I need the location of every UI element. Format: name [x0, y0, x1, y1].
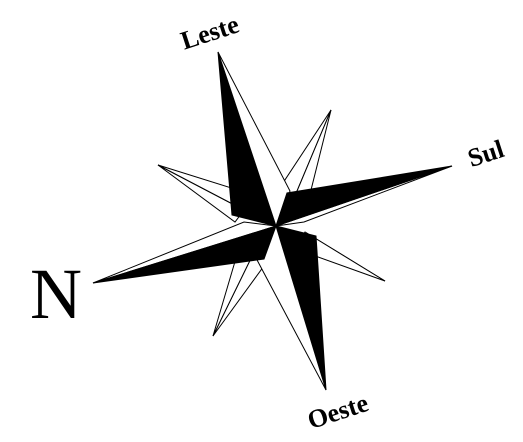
label-oeste: Oeste	[304, 388, 372, 435]
label-leste: Leste	[177, 10, 242, 56]
main-points	[93, 52, 452, 390]
label-north: N	[30, 254, 82, 334]
label-sul: Sul	[464, 134, 507, 173]
